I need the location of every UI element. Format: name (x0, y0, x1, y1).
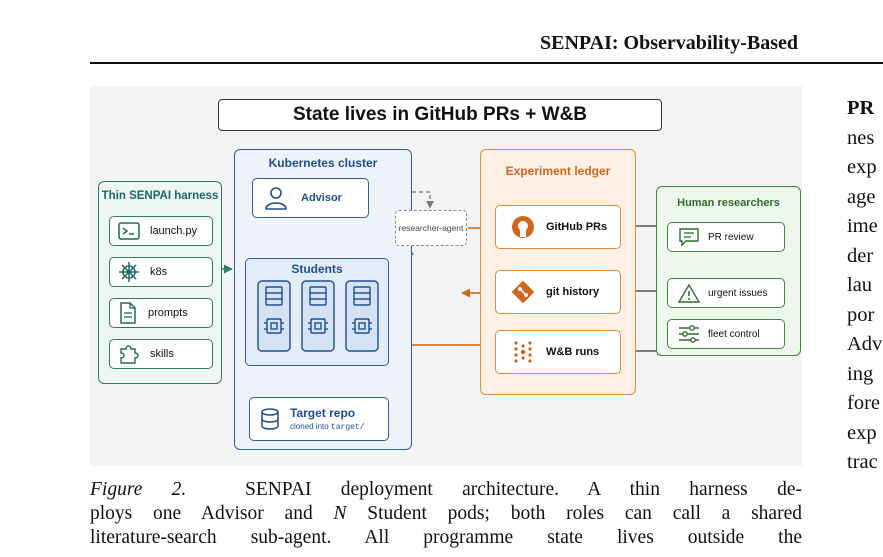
human-researchers-panel: Human researchers PR review urgent issue… (656, 186, 801, 356)
database-icon (261, 408, 279, 430)
harness-item-prompts: prompts (109, 298, 213, 328)
terminal-icon (118, 222, 140, 240)
students-group: Students (245, 258, 389, 366)
harness-panel: Thin SENPAI harness launch.py k8s prompt… (98, 181, 222, 384)
human-title: Human researchers (677, 197, 780, 209)
student-pod (257, 280, 291, 352)
caption-n: N (333, 503, 347, 524)
kubernetes-cluster-panel: Kubernetes cluster Advisor Students (234, 149, 412, 450)
target-repo-sub-text: cloned into (290, 422, 331, 431)
right-col-line: exp (847, 156, 877, 178)
advisor-label: Advisor (301, 192, 342, 204)
header-rule (90, 62, 883, 64)
human-item-label: fleet control (708, 328, 760, 340)
person-icon (265, 187, 287, 210)
ledger-title: Experiment ledger (505, 164, 611, 178)
students-label: Students (291, 262, 343, 276)
human-item-fleet-control: fleet control (667, 319, 785, 349)
caption-line-3: literature-search sub-agent. All program… (90, 527, 802, 548)
ledger-item-wandb-runs: W&B runs (495, 330, 621, 374)
caption-line-2a: ploys one Advisor and (90, 503, 334, 524)
human-item-label: urgent issues (708, 287, 768, 299)
right-col-line: nes (847, 126, 875, 149)
experiment-ledger-panel: Experiment ledger GitHub PRs git history… (480, 149, 636, 395)
right-col-line: por (847, 303, 875, 326)
target-repo-label: Target repo (290, 406, 356, 420)
cluster-title: Kubernetes cluster (268, 156, 378, 170)
figure-title: State lives in GitHub PRs + W&B (218, 99, 662, 131)
document-icon (120, 302, 136, 324)
comment-icon (679, 228, 699, 247)
github-icon (512, 216, 534, 238)
advisor-box: Advisor (252, 178, 369, 218)
target-repo-sub-code: target/ (330, 423, 365, 432)
figure-caption: Figure 2. SENPAI deployment architecture… (90, 478, 802, 550)
right-col-line: ing (847, 362, 874, 385)
warning-icon (678, 283, 700, 303)
harness-title: Thin SENPAI harness (101, 190, 219, 202)
student-pod (345, 280, 379, 352)
right-col-line: exp (847, 421, 877, 444)
human-item-pr-review: PR review (667, 222, 785, 252)
harness-item-label: skills (150, 348, 174, 360)
human-item-label: PR review (708, 231, 754, 243)
right-col-line: age (847, 185, 876, 208)
target-repo-subtitle: cloned into target/ (290, 422, 365, 432)
harness-item-skills: skills (109, 339, 213, 369)
helm-wheel-icon (119, 262, 139, 282)
harness-item-launch: launch.py (109, 216, 213, 246)
harness-item-label: launch.py (150, 225, 198, 237)
git-icon (511, 280, 535, 304)
page-header-title: SENPAI: Observability-Based (540, 32, 798, 54)
right-col-heading: PR (847, 97, 875, 119)
ledger-item-label: GitHub PRs (546, 221, 608, 233)
ledger-item-git-history: git history (495, 270, 621, 314)
harness-item-label: k8s (150, 266, 168, 278)
human-item-urgent-issues: urgent issues (667, 278, 785, 308)
sliders-icon (679, 325, 699, 343)
wandb-icon (514, 341, 532, 363)
right-col-line: der (847, 244, 874, 267)
right-column-text: PR nes exp age ime der lau por Adv ing f… (847, 94, 882, 478)
student-pods (257, 280, 379, 352)
architecture-figure: State lives in GitHub PRs + W&B Thin SEN… (90, 86, 802, 466)
harness-item-k8s: k8s (109, 257, 213, 287)
caption-label: Figure 2. (90, 479, 187, 500)
ledger-item-label: W&B runs (546, 346, 600, 358)
researcher-agent-box: researcher-agent (395, 210, 467, 246)
target-repo-box: Target repo cloned into target/ (249, 397, 389, 441)
right-col-line: ime (847, 215, 878, 237)
right-col-line: Adv (847, 333, 883, 355)
caption-line-1: SENPAI deployment architecture. A thin h… (244, 479, 802, 500)
right-col-line: fore (847, 392, 881, 414)
harness-item-label: prompts (148, 307, 188, 319)
ledger-item-label: git history (546, 286, 600, 298)
right-col-line: lau (847, 274, 873, 296)
puzzle-icon (120, 345, 139, 364)
student-pod (301, 280, 335, 352)
right-col-line: trac (847, 451, 878, 473)
ledger-item-github-prs: GitHub PRs (495, 205, 621, 249)
caption-line-2b: Student pods; both roles can call a shar… (346, 503, 802, 524)
